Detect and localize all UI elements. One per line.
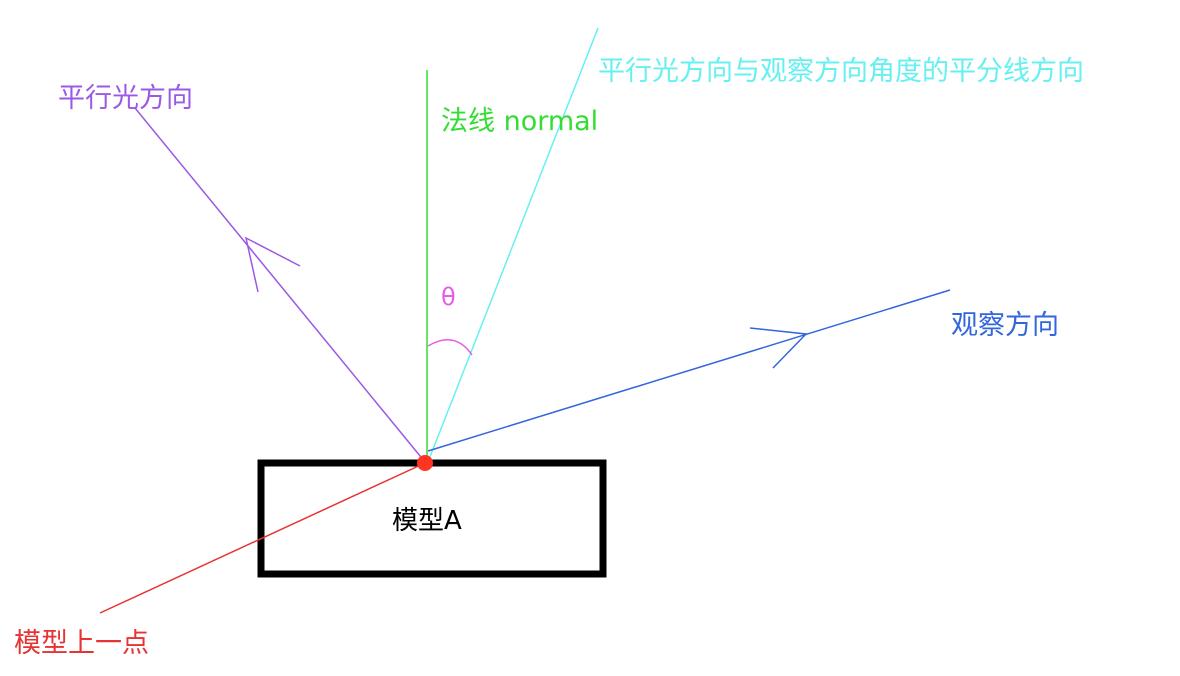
view-direction-label: 观察方向	[951, 310, 1059, 341]
model-label: 模型A	[392, 506, 462, 536]
half-vector-label: 平行光方向与观察方向角度的平分线方向	[598, 56, 1084, 87]
normal-label: 法线 normal	[441, 106, 599, 137]
theta-angle-arc	[427, 339, 473, 356]
theta-label: θ	[441, 283, 456, 311]
light-direction-label: 平行光方向	[58, 83, 193, 114]
view-direction-arrowhead	[749, 327, 808, 369]
view-direction-line	[427, 289, 951, 452]
model-point-label: 模型上一点	[14, 628, 149, 659]
model-point-dot	[417, 455, 433, 471]
light-direction-line	[134, 107, 426, 463]
half-vector-line	[427, 27, 599, 463]
light-direction-arrowhead	[244, 236, 301, 293]
model-point-pointer-line	[99, 462, 426, 614]
